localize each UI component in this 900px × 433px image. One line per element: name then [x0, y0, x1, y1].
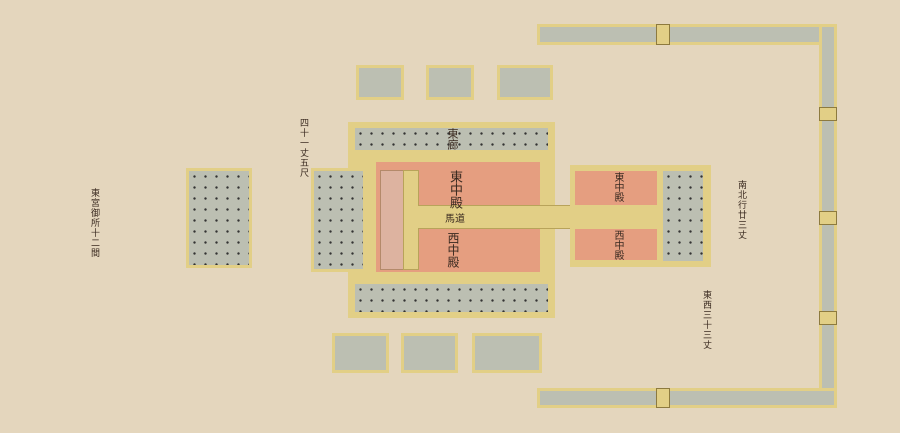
north-gate [656, 24, 670, 45]
label-right-west-hall: 西中殿 [612, 230, 623, 260]
label-right-east-hall: 東中殿 [612, 172, 623, 202]
south-corridor [352, 281, 551, 315]
east-hall-south [575, 229, 657, 260]
north-building-1 [356, 65, 404, 100]
label-left-note: 東宮御所十二間 [89, 188, 99, 258]
label-east-corridor: 東廊 [446, 128, 459, 150]
label-east-middle-hall: 東中殿 [447, 170, 462, 209]
east-gate-building [660, 168, 706, 264]
south-building-2 [401, 333, 458, 373]
label-west-middle-hall: 西中殿 [446, 232, 460, 268]
central-passage-vertical [403, 170, 419, 270]
west-wing [311, 168, 366, 272]
east-gate-3 [819, 311, 837, 325]
east-hall-north [575, 171, 657, 205]
central-passage-horizontal [418, 205, 578, 229]
west-building [186, 168, 252, 268]
east-gate-1 [819, 107, 837, 121]
east-passage [575, 205, 661, 229]
label-horse-path: 馬道 [445, 214, 465, 225]
label-bottom-right-note: 東西三十三丈 [701, 290, 711, 350]
north-building-2 [426, 65, 474, 100]
south-gate [656, 388, 670, 408]
east-gate-2 [819, 211, 837, 225]
north-corridor [352, 125, 551, 153]
north-fence [537, 24, 837, 45]
south-building-3 [472, 333, 542, 373]
west-hall [380, 170, 404, 270]
label-right-note: 南北行廿三丈 [736, 180, 746, 240]
north-building-3 [497, 65, 553, 100]
south-building-1 [332, 333, 389, 373]
label-left-long-note: 四十一丈五尺 [298, 118, 308, 178]
south-fence [537, 388, 837, 408]
